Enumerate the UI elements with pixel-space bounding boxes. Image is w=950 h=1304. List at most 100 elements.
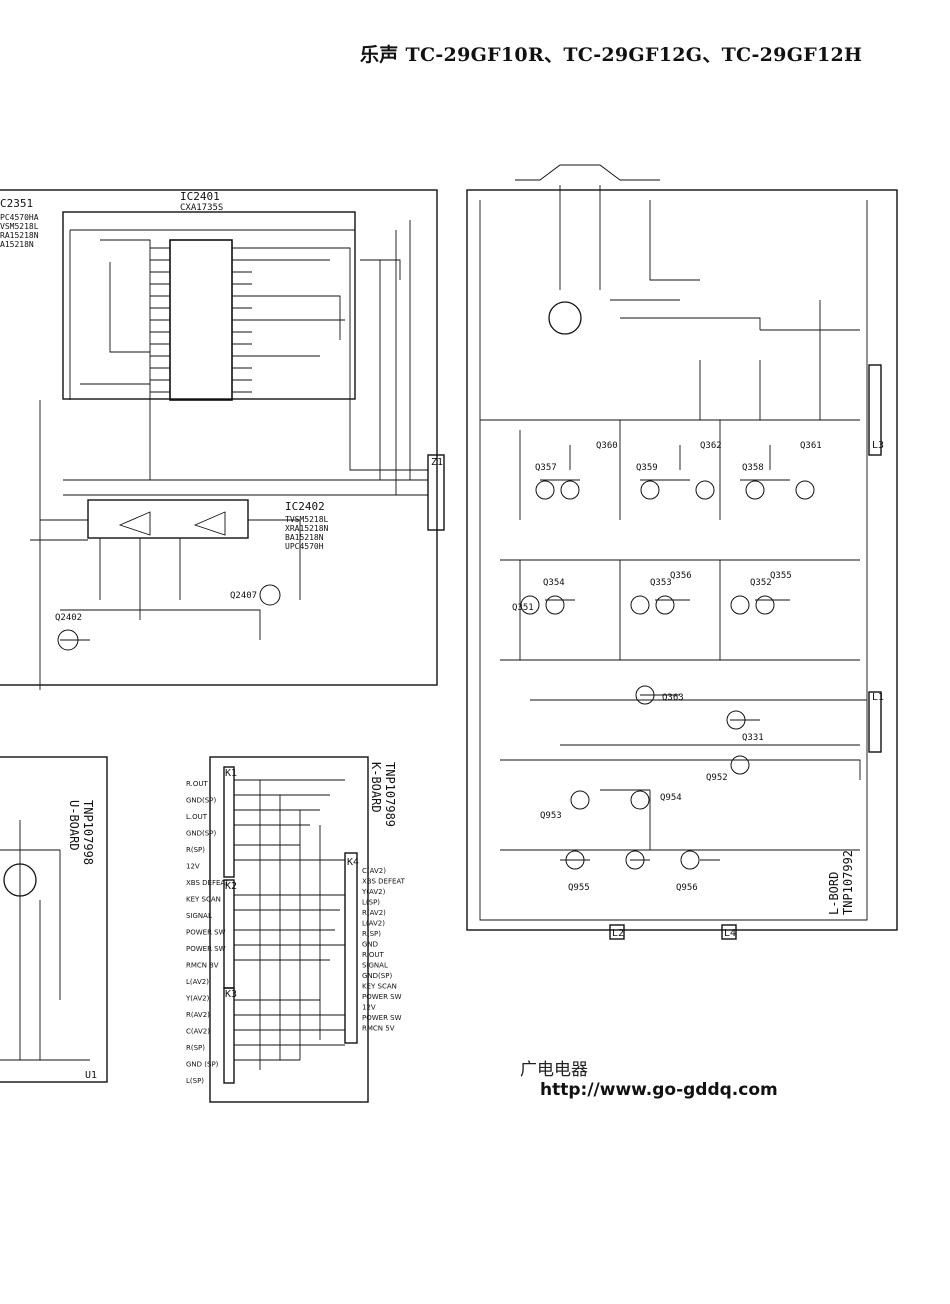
l-board-frame [466, 189, 898, 931]
q354-label: Q354 [543, 578, 565, 588]
k2-label: K2 [225, 881, 237, 892]
k4-label: K4 [347, 857, 359, 868]
k-right-pin-label: 12V [362, 1004, 376, 1012]
ic2402-ref: IC2402 [285, 500, 325, 513]
k-board-code: TNP107989 [383, 762, 397, 827]
k-right-pin-label: KEY SCAN [362, 983, 397, 991]
k-left-pin-label: L.OUT [186, 813, 208, 821]
k-right-pin-label: C(AV2) [362, 867, 386, 875]
q355-label: Q355 [770, 571, 792, 581]
k3-connector [223, 987, 235, 1084]
k-right-pin-label: POWER SW [362, 993, 402, 1001]
k-left-pin-label: R(SP) [186, 1044, 205, 1052]
q361-label: Q361 [800, 441, 822, 451]
transistor-symbols [3, 301, 815, 897]
q356-label: Q356 [670, 571, 692, 581]
ic2401-body [169, 239, 233, 401]
k-left-pin-label: RMCN 8V [186, 962, 219, 970]
k-right-pin-label: R(AV2) [362, 909, 386, 917]
k-left-pin-label: R(SP) [186, 846, 205, 854]
page-title: 乐声 TC-29GF10R、TC-29GF12G、TC-29GF12H [360, 44, 863, 66]
k-right-pin-label: L(SP) [362, 899, 380, 907]
k-board-left-pins: R.OUT GND(SP) L.OUT GND(SP) R(SP) 12V XBS DEFE… [185, 780, 230, 1085]
k-right-pin-label: L(AV2) [362, 920, 385, 928]
q358-label: Q358 [742, 463, 764, 473]
l1-label: L1 [872, 692, 884, 703]
ic2401-part: CXA1735S [180, 203, 223, 213]
k-left-pin-label: GND(SP) [186, 797, 216, 805]
ic2402-part-2: XRA15218N [285, 524, 329, 533]
ic2402-part-1: TVSM5218L [285, 515, 329, 524]
k-left-pin-label: SIGNAL [186, 912, 212, 920]
z1-label: Z1 [431, 457, 443, 468]
z1-connector [427, 454, 445, 531]
l-board-name: L-BORD [827, 872, 841, 915]
ic2402-part-4: UPC4570H [285, 542, 324, 551]
k-right-pin-label: R.OUT [362, 951, 384, 959]
q2407-label: Q2407 [230, 591, 257, 601]
k3-label: K3 [225, 989, 237, 1000]
k-left-pin-label: 12V [186, 863, 200, 871]
company-name: 广电电器 [520, 1060, 588, 1080]
k-left-pin-label: L(AV2) [186, 978, 209, 986]
audio-board-frame [0, 189, 438, 686]
q360-label: Q360 [596, 441, 618, 451]
k-right-pin-label: GND(SP) [362, 972, 392, 980]
u-board-code: TNP107998 [81, 800, 95, 865]
k-left-pin-label: POWER SW [186, 929, 226, 937]
q2402-label: Q2402 [55, 613, 82, 623]
k-right-pin-label: RMCN 5V [362, 1025, 395, 1033]
l2-label: L2 [612, 928, 624, 939]
k-left-pin-label: POWER SW [186, 945, 226, 953]
company-url: http://www.go-gddq.com [540, 1080, 778, 1100]
q359-label: Q359 [636, 463, 658, 473]
u-board-name: U-BOARD [67, 800, 81, 851]
q357-label: Q357 [535, 463, 557, 473]
ic2351-ref: C2351 [0, 197, 33, 210]
l-board-code: TNP107992 [841, 850, 855, 915]
k-right-pin-label: XBS DEFEAT [362, 878, 406, 886]
k-right-pin-label: POWER SW [362, 1014, 402, 1022]
k-board-name: K-BOARD [369, 762, 383, 813]
l2-connector [609, 924, 625, 940]
k-right-pin-label: R(SP) [362, 930, 381, 938]
q956-label: Q956 [676, 883, 698, 893]
k-left-pin-label: GND (SP) [186, 1061, 219, 1069]
q953-label: Q953 [540, 811, 562, 821]
k-left-pin-label: R(AV2) [186, 1011, 210, 1019]
u1-label: U1 [85, 1070, 97, 1081]
u-board-frame [0, 756, 108, 1083]
l3-connector [868, 364, 882, 456]
k-left-pin-label: L(SP) [186, 1077, 204, 1085]
k-board-frame [209, 756, 369, 1103]
ic2401-frame [62, 211, 356, 400]
q362-label: Q362 [700, 441, 722, 451]
k1-label: K1 [225, 768, 237, 779]
k1-connector [223, 766, 235, 878]
k-board-right-pins: C(AV2) XBS DEFEAT Y(AV2) L(SP) R(AV2) L(AV2) R… [361, 867, 406, 1033]
q353-label: Q353 [650, 578, 672, 588]
q954-label: Q954 [660, 793, 682, 803]
k-left-pin-label: R.OUT [186, 780, 208, 788]
k-right-pin-label: SIGNAL [362, 962, 388, 970]
k-left-pin-label: GND(SP) [186, 830, 216, 838]
ic2351-part-1: PC4570HA [0, 213, 39, 222]
q331-label: Q331 [742, 733, 764, 743]
l4-label: L4 [724, 928, 736, 939]
k4-connector [344, 852, 358, 1044]
ic2351-part-3: RA15218N [0, 231, 39, 240]
wiring [0, 164, 868, 1070]
k-left-pin-label: C(AV2) [186, 1028, 210, 1036]
q952-label: Q952 [706, 773, 728, 783]
ic2351-part-2: VSM5218L [0, 222, 39, 231]
k-left-pin-label: XBS DEFEAT [186, 879, 230, 887]
q955-label: Q955 [568, 883, 590, 893]
ic2402-part-3: BA15218N [285, 533, 324, 542]
ic2401-ref: IC2401 [180, 190, 220, 203]
ic2351-part-4: A15218N [0, 240, 34, 249]
k-right-pin-label: Y(AV2) [361, 888, 386, 896]
ic2402-frame [87, 499, 249, 539]
q363-label: Q363 [662, 693, 684, 703]
l4-connector [721, 924, 737, 940]
